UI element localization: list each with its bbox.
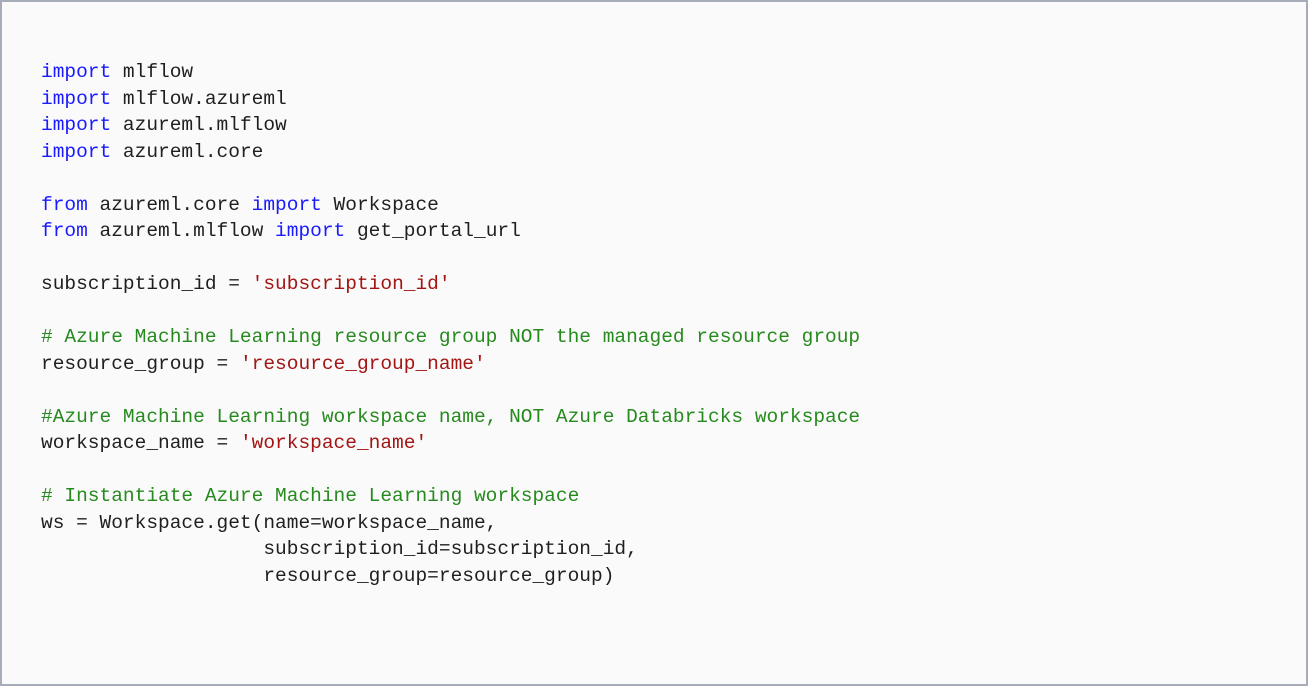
code-line: from azureml.core import Workspace [41, 192, 860, 219]
keyword-token: import [41, 61, 112, 83]
code-text: mlflow [111, 61, 194, 83]
code-text: mlflow.azureml [111, 87, 287, 110]
code-line [41, 245, 860, 272]
code-text: ws = Workspace.get(name=workspace_name, [41, 511, 498, 534]
keyword-token: import [41, 140, 112, 163]
code-text: get_portal_url [345, 220, 521, 242]
code-line: workspace_name = 'workspace_name' [41, 430, 860, 457]
keyword-token: import [275, 220, 346, 242]
code-text: subscription_id=subscription_id, [41, 538, 638, 560]
keyword-token: from [41, 193, 88, 216]
keyword-token: import [41, 87, 112, 110]
code-line [41, 298, 860, 325]
code-line [41, 377, 860, 404]
code-line: import azureml.core [41, 139, 860, 166]
keyword-token: import [251, 193, 322, 216]
code-line: subscription_id=subscription_id, [41, 536, 860, 563]
code-line: import azureml.mlflow [41, 112, 860, 139]
code-line [41, 457, 860, 484]
keyword-token: from [41, 220, 88, 242]
keyword-token: import [41, 114, 112, 136]
comment-token: #Azure Machine Learning workspace name, … [41, 405, 861, 428]
code-line [41, 165, 860, 192]
code-line: from azureml.mlflow import get_portal_ur… [41, 218, 860, 245]
code-line: import mlflow.azureml [41, 86, 860, 113]
code-line: # Instantiate Azure Machine Learning wor… [41, 483, 860, 510]
code-text: azureml.core [87, 193, 252, 216]
code-line: #Azure Machine Learning workspace name, … [41, 404, 860, 431]
code-line: import mlflow [41, 59, 860, 86]
code-text: resource_group = [41, 352, 240, 375]
code-text: workspace_name = [41, 432, 240, 454]
string-token: 'workspace_name' [239, 432, 428, 454]
code-text: azureml.mlflow [111, 114, 287, 136]
code-line: # Azure Machine Learning resource group … [41, 324, 860, 351]
comment-token: # Instantiate Azure Machine Learning wor… [41, 485, 580, 507]
code-line: resource_group = 'resource_group_name' [41, 351, 860, 378]
code-text: Workspace [321, 193, 439, 216]
code-line: ws = Workspace.get(name=workspace_name, [41, 510, 860, 537]
code-line: subscription_id = 'subscription_id' [41, 271, 860, 298]
code-text: azureml.mlflow [87, 220, 276, 242]
code-line: resource_group=resource_group) [41, 563, 860, 590]
code-text: azureml.core [111, 140, 264, 163]
string-token: 'subscription_id' [251, 273, 451, 295]
code-text: resource_group=resource_group) [41, 564, 615, 587]
string-token: 'resource_group_name' [239, 352, 486, 375]
comment-token: # Azure Machine Learning resource group … [41, 326, 861, 348]
code-text: subscription_id = [41, 273, 252, 295]
